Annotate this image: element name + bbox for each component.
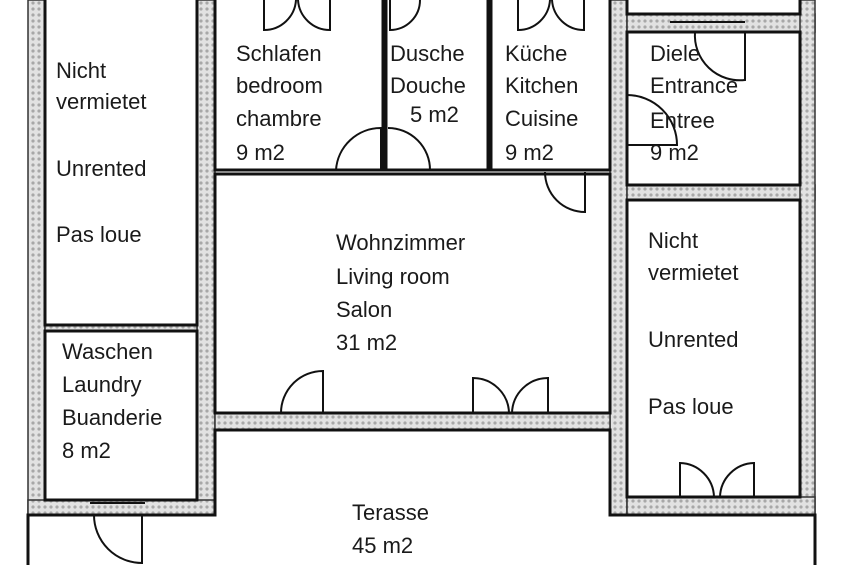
- label-line: vermietet: [648, 260, 738, 285]
- door-laundry: [90, 502, 145, 565]
- label-line: Cuisine: [505, 106, 578, 131]
- door-living-left: [280, 369, 324, 414]
- door-entrance-main: [670, 21, 746, 82]
- room-entrance: [625, 30, 802, 187]
- room-kitchen: [489, 0, 612, 172]
- door-shower-top: [389, 0, 421, 32]
- room-bedroom: [213, 0, 385, 172]
- label-line: Wohnzimmer: [336, 230, 465, 255]
- label-area: 8 m2: [62, 438, 111, 463]
- label-line: Pas loue: [56, 222, 142, 247]
- label-line: Pas loue: [648, 394, 734, 419]
- label-kitchen: Küche Kitchen Cuisine 9 m2: [505, 41, 578, 165]
- door-kitchen-entrance: [626, 94, 679, 146]
- label-unrented-left: Nicht vermietet Unrented Pas loue: [56, 58, 147, 247]
- label-area: 9 m2: [650, 140, 699, 165]
- label-living: Wohnzimmer Living room Salon 31 m2: [336, 230, 465, 355]
- label-line: Salon: [336, 297, 392, 322]
- door-living-terrace: [472, 376, 549, 414]
- door-right-room: [679, 461, 755, 498]
- label-area: 45 m2: [352, 533, 413, 558]
- label-line: Living room: [336, 264, 450, 289]
- room-unrented-right: [625, 198, 802, 499]
- label-line: Küche: [505, 41, 567, 66]
- label-line: Unrented: [56, 156, 147, 181]
- label-line: Schlafen: [236, 41, 322, 66]
- label-laundry: Waschen Laundry Buanderie 8 m2: [62, 339, 162, 463]
- label-line: Nicht: [648, 228, 698, 253]
- label-shower: Dusche Douche 5 m2: [390, 41, 466, 127]
- room-terrace: [26, 428, 817, 565]
- label-area: 9 m2: [236, 140, 285, 165]
- room-laundry: [43, 329, 199, 502]
- label-line: Terasse: [352, 500, 429, 525]
- label-bedroom: Schlafen bedroom chambre 9 m2: [236, 41, 323, 165]
- room-unrented-left: [43, 0, 199, 327]
- label-line: Entrance: [650, 73, 738, 98]
- door-bedroom-top: [263, 0, 331, 32]
- doors: [90, 0, 755, 565]
- label-line: Laundry: [62, 372, 142, 397]
- label-terrace: Terasse 45 m2: [352, 500, 429, 558]
- door-bedroom: [335, 126, 382, 171]
- label-line: Waschen: [62, 339, 153, 364]
- label-line: Diele: [650, 41, 700, 66]
- label-line: Douche: [390, 73, 466, 98]
- label-line: vermietet: [56, 89, 146, 114]
- room-shower: [384, 0, 490, 172]
- label-line: Buanderie: [62, 405, 162, 430]
- label-line: Entree: [650, 108, 715, 133]
- label-entrance: Diele Entrance Entree 9 m2: [650, 41, 738, 165]
- room-top-right: [625, 0, 802, 16]
- label-line: bedroom: [236, 73, 323, 98]
- label-line: Unrented: [648, 327, 739, 352]
- label-line: chambre: [236, 106, 322, 131]
- door-shower: [387, 127, 431, 171]
- label-line: Kitchen: [505, 73, 578, 98]
- label-area: 31 m2: [336, 330, 397, 355]
- label-area: 5 m2: [410, 102, 459, 127]
- door-kitchen-top: [517, 0, 585, 32]
- label-line: Dusche: [390, 41, 465, 66]
- door-kitchen: [544, 171, 586, 214]
- label-line: Nicht: [56, 58, 106, 83]
- label-area: 9 m2: [505, 140, 554, 165]
- room-living: [213, 172, 612, 415]
- label-unrented-right: Nicht vermietet Unrented Pas loue: [648, 228, 739, 419]
